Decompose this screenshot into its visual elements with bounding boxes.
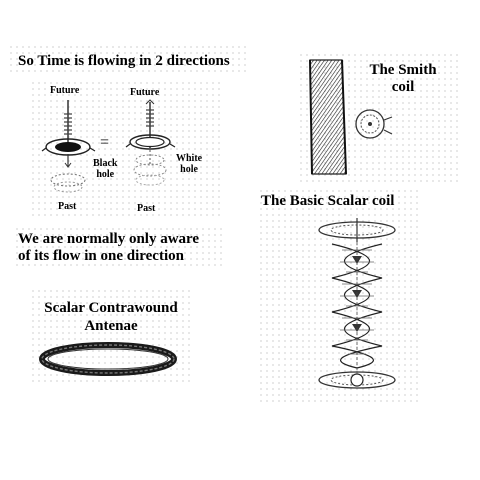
- page-title: So Time is flowing in 2 directions: [18, 53, 230, 69]
- background-dots-awareness: [14, 226, 224, 268]
- basic-scalar-coil-title: The Basic Scalar coil: [261, 193, 395, 209]
- past-label-right: Past: [137, 203, 156, 214]
- antenna-title: Scalar Contrawound Antenae: [44, 300, 178, 334]
- white-hole-label: White hole: [176, 153, 203, 175]
- white-hole-icon: [125, 99, 176, 186]
- future-label-left: Future: [50, 85, 80, 96]
- background-dots-top: [8, 44, 248, 74]
- black-hole-icon: [41, 100, 96, 193]
- smith-coil-icon: [309, 59, 393, 175]
- toroid-ring-icon: [39, 342, 177, 376]
- black-hole-label: Black hole: [93, 158, 118, 180]
- awareness-text-line2: of its flow in one direction: [18, 248, 184, 264]
- equals-sign: =: [100, 134, 110, 151]
- awareness-text-line1: We are normally only aware: [18, 231, 200, 247]
- future-label-right: Future: [130, 87, 160, 98]
- smith-coil-title: The Smith coil: [369, 62, 437, 95]
- scalar-coil-icon: [318, 218, 396, 389]
- past-label-left: Past: [58, 201, 77, 212]
